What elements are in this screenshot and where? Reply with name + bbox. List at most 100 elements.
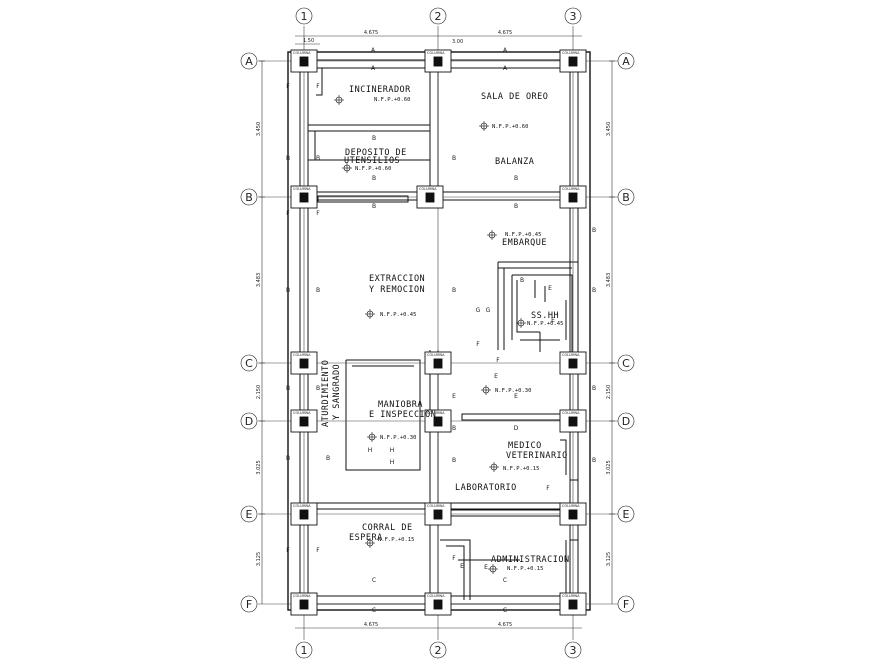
section-mark: C xyxy=(503,577,507,584)
grid-label-row: A xyxy=(245,55,253,68)
grid-bubble-row-left xyxy=(240,354,258,372)
structural-column: COLUMNA xyxy=(559,592,587,616)
grid-label-row: D xyxy=(622,415,630,428)
grid-label-col: 1 xyxy=(301,644,308,657)
structural-column: COLUMNA xyxy=(424,49,452,73)
level-marker xyxy=(516,318,526,328)
structural-column: COLUMNA xyxy=(290,592,318,616)
grid-bubble-row-right xyxy=(617,505,635,523)
level-marker xyxy=(367,432,377,442)
section-mark: B xyxy=(514,175,518,182)
section-mark: B xyxy=(452,457,456,464)
room-extraccion-1: EXTRACCION xyxy=(369,274,425,284)
structural-column: COLUMNA xyxy=(290,502,318,526)
dim-side: 2.150 xyxy=(256,385,262,399)
grid-bubble-col-top xyxy=(564,7,582,25)
room-deposito-2: UTENSILIOS xyxy=(344,156,400,166)
section-mark: C xyxy=(372,607,376,614)
room-incinerador: INCINERADOR xyxy=(349,85,411,95)
structural-column: COLUMNA xyxy=(424,502,452,526)
dim-top: 4.675 xyxy=(498,30,512,36)
section-mark: E xyxy=(548,285,552,292)
section-mark: B xyxy=(286,155,290,162)
section-mark: A xyxy=(503,65,508,72)
column-tag: COLUMNA xyxy=(562,411,580,415)
grid-label-row: A xyxy=(622,55,630,68)
dim-top-sub: 1.50 xyxy=(303,38,314,44)
section-mark: B xyxy=(592,287,596,294)
column-tag: COLUMNA xyxy=(293,187,311,191)
column-tag: COLUMNA xyxy=(419,187,437,191)
column-tag: COLUMNA xyxy=(562,504,580,508)
dim-side: 3.125 xyxy=(256,552,262,566)
dim-side: 2.150 xyxy=(606,385,612,399)
structural-column: COLUMNA xyxy=(290,185,318,209)
section-mark: E xyxy=(460,563,464,570)
structural-column: COLUMNA xyxy=(424,592,452,616)
section-mark: F xyxy=(452,555,456,562)
room-sala-oreo: SALA DE OREO xyxy=(481,92,548,102)
column-tag: COLUMNA xyxy=(293,51,311,55)
section-mark: F xyxy=(476,341,480,348)
column-tag: COLUMNA xyxy=(427,353,445,357)
section-mark: E xyxy=(551,317,555,324)
dim-bottom: 4.675 xyxy=(498,622,512,628)
section-mark: B xyxy=(372,203,376,210)
level-marker xyxy=(365,309,375,319)
room-balanza: BALANZA xyxy=(495,157,534,167)
level-marker xyxy=(334,95,344,105)
grid-label-row: F xyxy=(246,598,252,611)
section-mark: F xyxy=(286,547,290,554)
section-mark: B xyxy=(316,287,320,294)
section-mark: G xyxy=(486,307,491,314)
column-tag: COLUMNA xyxy=(427,504,445,508)
level-marker xyxy=(342,163,352,173)
section-mark: E xyxy=(484,564,488,571)
dim-top: 4.675 xyxy=(364,30,378,36)
grid-label-col: 1 xyxy=(301,10,308,23)
section-mark: B xyxy=(592,227,596,234)
dim-bottom: 4.675 xyxy=(364,622,378,628)
dim-side: 3.125 xyxy=(606,552,612,566)
level-marker xyxy=(488,564,498,574)
room-deposito-1: DEPOSITO DE xyxy=(345,148,407,158)
grid-label-col: 3 xyxy=(570,10,577,23)
grid-label-col: 3 xyxy=(570,644,577,657)
grid-bubble-row-right xyxy=(617,412,635,430)
column-tag: COLUMNA xyxy=(562,594,580,598)
section-mark: E xyxy=(452,393,456,400)
structural-column: COLUMNA xyxy=(424,351,452,375)
level-corral: N.F.P.+0.15 xyxy=(378,537,414,543)
room-embarque: EMBARQUE xyxy=(502,238,547,248)
column-tag: COLUMNA xyxy=(293,353,311,357)
column-tag: COLUMNA xyxy=(293,504,311,508)
section-mark: B xyxy=(316,155,320,162)
building-outline xyxy=(287,51,591,611)
grid-label-row: F xyxy=(623,598,629,611)
level-extraccion: N.F.P.+0.45 xyxy=(380,312,416,318)
room-corral-2: ESPERA xyxy=(349,533,383,543)
section-mark: B xyxy=(592,457,596,464)
level-sshh: N.F.P.+0.45 xyxy=(527,321,563,327)
structural-column: COLUMNA xyxy=(559,409,587,433)
grid-label-row: B xyxy=(622,191,630,204)
grid-bubble-col-bottom xyxy=(429,641,447,659)
column-tag: COLUMNA xyxy=(293,594,311,598)
level-embarque: N.F.P.+0.45 xyxy=(505,232,541,238)
section-mark: B xyxy=(514,203,518,210)
grid-bubble-row-left xyxy=(240,595,258,613)
section-mark: D xyxy=(514,425,519,432)
grid-label-col: 2 xyxy=(435,10,442,23)
section-mark: C xyxy=(503,607,507,614)
section-mark: A xyxy=(371,65,376,72)
section-mark: B xyxy=(520,277,524,284)
section-mark: B xyxy=(316,385,320,392)
structural-column: COLUMNA xyxy=(559,185,587,209)
grid-bubble-row-left xyxy=(240,188,258,206)
section-mark: H xyxy=(368,447,373,454)
section-mark: B xyxy=(372,175,376,182)
section-mark: B xyxy=(452,155,456,162)
grid-bubble-row-right xyxy=(617,354,635,372)
dim-side: 3.483 xyxy=(606,273,612,287)
